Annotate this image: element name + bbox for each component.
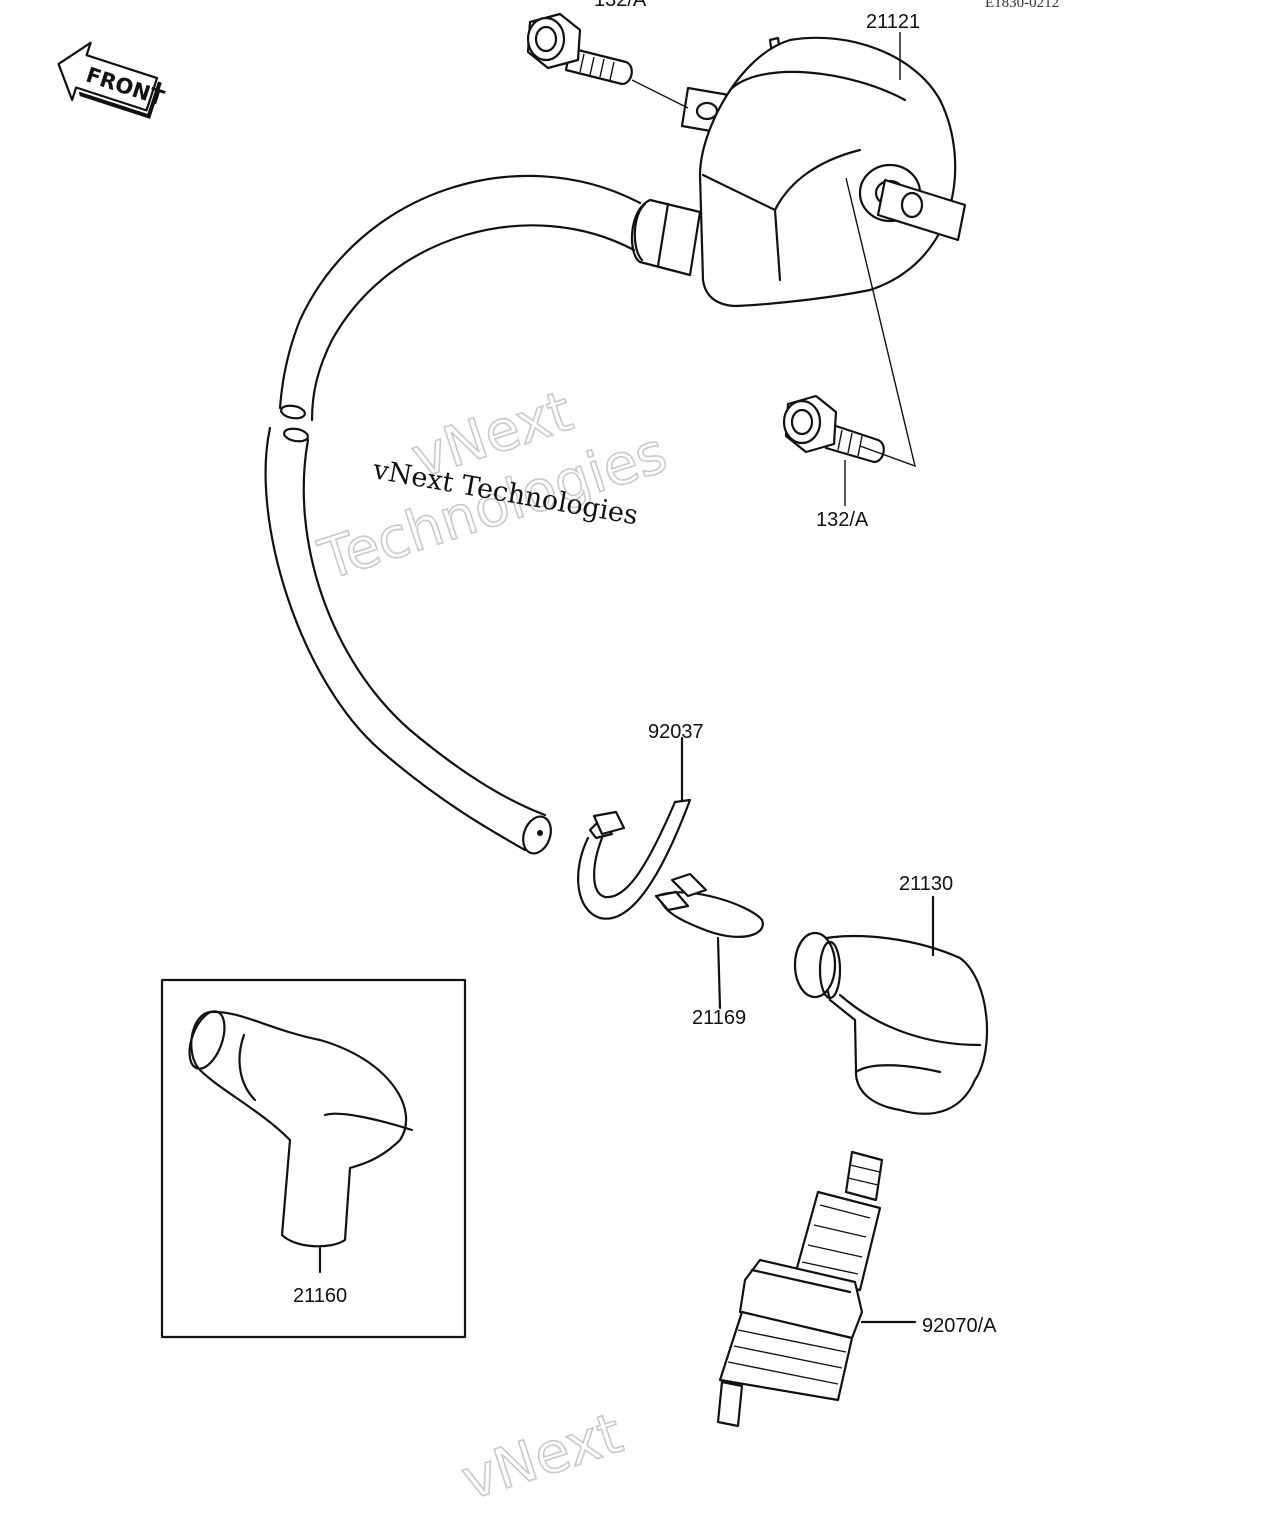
label-plug-cap-alt: 21160 (293, 1285, 347, 1307)
plug-cap (793, 895, 989, 1115)
label-hose-clamp: 21169 (692, 1007, 746, 1029)
diagram-code: E1830-0212 (985, 0, 1059, 11)
hose-clamp (654, 872, 764, 1010)
label-plug-cap: 21130 (899, 873, 953, 895)
watermark-bottom: vNext (454, 1401, 630, 1513)
label-ignition-coil: 21121 (866, 11, 920, 33)
ignition-coil (630, 36, 967, 308)
plug-cap-alt (188, 1010, 414, 1274)
label-bolt-top: 132/A (594, 0, 647, 11)
inset-box (160, 978, 467, 1339)
label-spark-plug: 92070/A (922, 1315, 997, 1337)
label-bolt-right: 132/A (816, 509, 869, 531)
spark-plug (716, 1150, 917, 1428)
clamp-band (577, 736, 692, 920)
label-clamp-band: 92037 (648, 721, 704, 743)
bolt-top (526, 12, 633, 86)
high-tension-lead (264, 174, 642, 855)
bolt-right (782, 394, 885, 464)
front-arrow-icon: FRONT (57, 41, 167, 119)
